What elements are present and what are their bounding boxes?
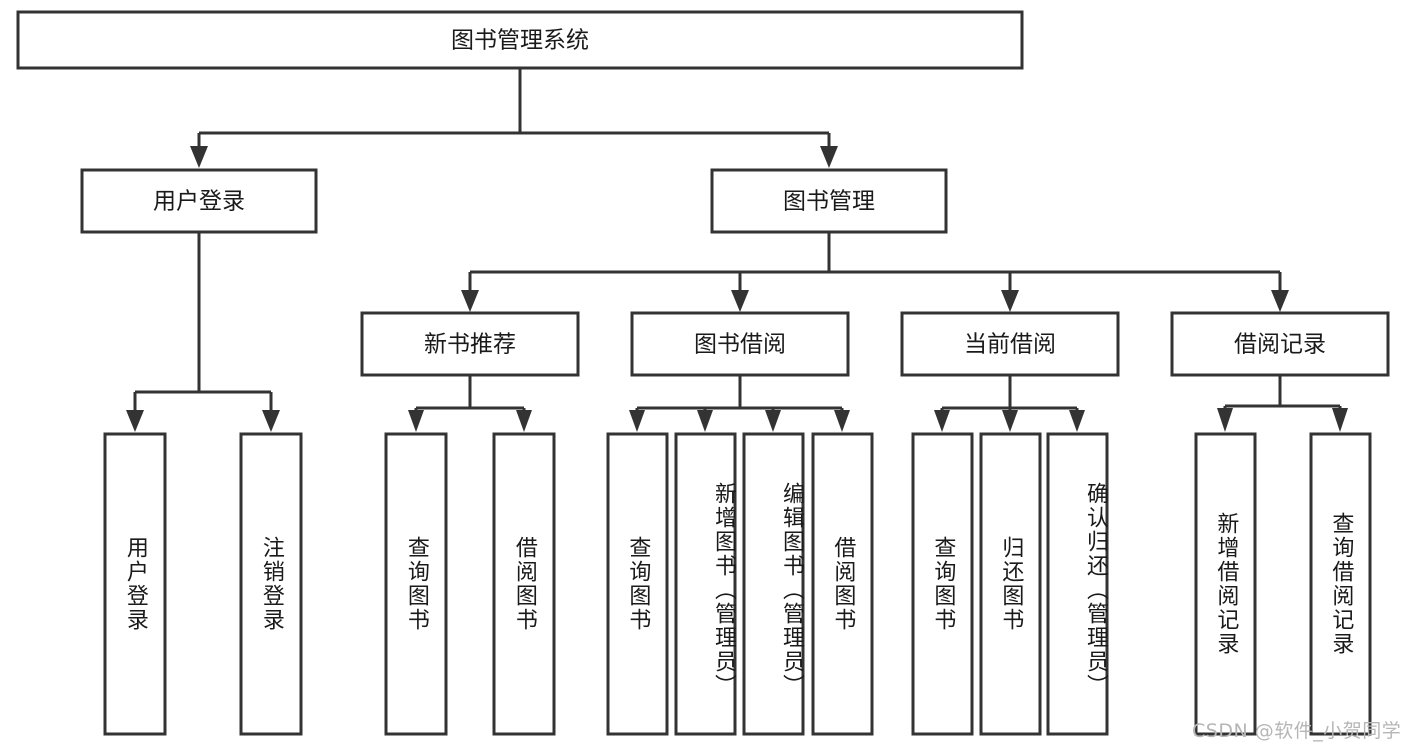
leaf-box-newbook-query[interactable] xyxy=(384,432,448,736)
leaf-box-bookborrow-borrow[interactable] xyxy=(811,432,874,736)
leaf-box-user-login[interactable] xyxy=(103,432,167,736)
node-root-label: 图书管理系统 xyxy=(451,28,589,54)
leaf-box-bookborrow-query[interactable] xyxy=(606,432,669,736)
arrow-head-userlogin xyxy=(190,146,208,168)
arrow-head-newbook-leaf0 xyxy=(408,410,424,432)
leaf-box-logout[interactable] xyxy=(239,432,303,736)
connector-group-bookmgmt xyxy=(461,232,1289,312)
node-new-book-recommend-label: 新书推荐 xyxy=(424,332,516,358)
arrow-head-currentborrow-leaf2 xyxy=(1069,410,1085,432)
node-root[interactable] xyxy=(16,10,1024,70)
node-borrow-record-label: 借阅记录 xyxy=(1234,332,1326,358)
leaf-box-record-query[interactable] xyxy=(1309,432,1372,736)
arrow-head-bookborrow-leaf2 xyxy=(765,410,781,432)
leaf-box-bookborrow-add[interactable] xyxy=(674,432,737,736)
arrow-head-currentborrow xyxy=(1001,290,1019,312)
arrow-head-borrowrecord-leaf1 xyxy=(1332,408,1348,432)
arrow-head-bookborrow-leaf3 xyxy=(834,410,850,432)
leaf-box-currentborrow-confirm[interactable] xyxy=(1046,432,1109,736)
leaf-box-record-add[interactable] xyxy=(1194,432,1257,736)
node-user-login[interactable] xyxy=(80,168,318,234)
connector-group-borrowrecord xyxy=(1217,375,1348,432)
node-user-login-label: 用户登录 xyxy=(153,189,245,215)
leaf-box-newbook-borrow[interactable] xyxy=(492,432,556,736)
arrow-head-leaf-user-login xyxy=(126,410,144,432)
node-current-borrow-label: 当前借阅 xyxy=(964,332,1056,358)
connector-group-currentborrow xyxy=(934,375,1085,432)
leaf-box-bookborrow-edit[interactable] xyxy=(742,432,805,736)
node-new-book-recommend[interactable] xyxy=(360,311,580,377)
arrow-head-borrowrecord xyxy=(1271,290,1289,312)
node-book-management[interactable] xyxy=(710,168,948,234)
arrow-head-leaf-logout xyxy=(262,410,280,432)
node-book-borrow-label: 图书借阅 xyxy=(694,332,786,358)
arrow-head-bookmgmt xyxy=(820,146,838,168)
node-book-management-label: 图书管理 xyxy=(783,189,875,215)
leaf-box-currentborrow-query[interactable] xyxy=(911,432,974,736)
node-book-borrow[interactable] xyxy=(630,311,850,377)
arrow-head-newbook xyxy=(461,290,479,312)
connector-group-newbook xyxy=(408,375,532,432)
leaf-box-currentborrow-return[interactable] xyxy=(979,432,1042,736)
csdn-watermark: CSDN @软件_小贺同学 xyxy=(1192,720,1402,742)
arrow-head-bookborrow xyxy=(731,290,749,312)
connector-group-root xyxy=(190,68,838,168)
node-current-borrow[interactable] xyxy=(900,311,1120,377)
arrow-head-newbook-leaf1 xyxy=(516,410,532,432)
arrow-head-borrowrecord-leaf0 xyxy=(1217,408,1233,432)
node-borrow-record[interactable] xyxy=(1170,311,1390,377)
arrow-head-bookborrow-leaf0 xyxy=(629,410,645,432)
arrow-head-currentborrow-leaf1 xyxy=(1002,410,1018,432)
connector-group-userlogin xyxy=(126,232,280,432)
arrow-head-bookborrow-leaf1 xyxy=(697,410,713,432)
arrow-head-currentborrow-leaf0 xyxy=(934,410,950,432)
connector-group-bookborrow xyxy=(629,375,850,432)
